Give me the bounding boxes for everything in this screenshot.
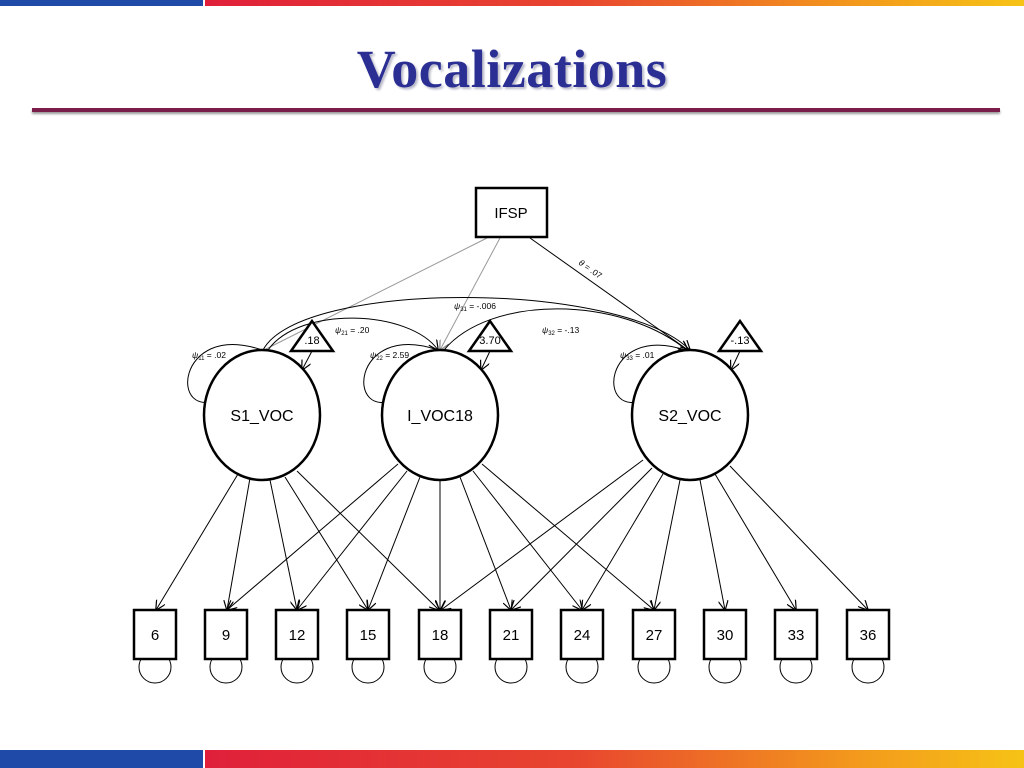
latent-s1-label: S1_VOC (230, 408, 293, 425)
latent-ivoc18 (380, 348, 500, 482)
indicator-label: 21 (503, 627, 520, 644)
indicator-box (417, 608, 463, 661)
indicator-label: 33 (788, 627, 805, 644)
indicator-box (845, 608, 891, 661)
loading-ivoc-27 (481, 463, 654, 610)
intercept-s1-arrow (302, 350, 313, 370)
psi22-loop (363, 344, 439, 403)
loading-s1-6 (156, 473, 239, 610)
loading-s2-27 (654, 479, 681, 610)
psi21-arc (267, 317, 438, 350)
loadings-s1 (156, 470, 439, 610)
psi21-label: ψ21 = .20 (335, 325, 370, 337)
indicator-box (631, 608, 677, 661)
indicator-label: 9 (222, 627, 230, 644)
indicator-box (203, 608, 249, 661)
theta-label: θ = .07 (577, 257, 604, 280)
indicator-label: 36 (860, 627, 877, 644)
loading-s2-21 (511, 467, 653, 610)
slide-title: Vocalizations (356, 39, 668, 99)
loading-ivoc-9 (227, 463, 399, 610)
psi33-loop (613, 344, 689, 402)
covariance-arcs (262, 297, 690, 352)
bottom-color-bar (0, 750, 1024, 768)
intercept-s1-triangle (288, 318, 336, 353)
loadings-s2 (441, 459, 868, 610)
loading-s1-15 (284, 476, 368, 610)
indicator-box (559, 608, 605, 661)
loading-ivoc-15 (368, 476, 421, 610)
indicator-label: 30 (717, 627, 734, 644)
indicator-label: 6 (151, 627, 159, 644)
psi33-label: ψ33 = .01 (620, 350, 655, 362)
loading-s2-30 (699, 479, 725, 610)
ifsp-box (474, 186, 549, 239)
indicator-label: 18 (432, 627, 449, 644)
indicator-label: 15 (360, 627, 377, 644)
top-color-bar (0, 0, 1024, 6)
latent-ivoc-label: I_VOC18 (407, 408, 473, 425)
intercept-s2-arrow (731, 350, 741, 370)
ifsp-label: IFSP (494, 205, 527, 222)
intercept-ivoc-triangle (466, 318, 514, 353)
intercept-ivoc-arrow (481, 350, 491, 370)
intercept-s2-label: -.13 (731, 335, 750, 347)
latent-s2-label: S2_VOC (658, 408, 721, 425)
latent-s2-voc (630, 348, 750, 482)
indicator-box (773, 608, 819, 661)
psi31-label: ψ31 = -.006 (454, 301, 496, 313)
latent-s1-voc (202, 348, 322, 482)
ifsp-to-s1-path (263, 237, 488, 351)
indicator-box (274, 608, 320, 661)
loading-ivoc-12 (297, 470, 408, 610)
psi31-arc (262, 297, 690, 351)
loading-s1-9 (227, 477, 251, 610)
indicator-box (702, 608, 748, 661)
intercept-s1-label: .18 (304, 335, 319, 347)
loading-ivoc-21 (459, 476, 511, 610)
latent-factors: S1_VOC I_VOC18 S2_VOC (202, 348, 750, 482)
loading-s1-18 (296, 470, 439, 610)
intercepts: .18 3.70 -.13 (288, 318, 764, 370)
loadings-ivoc (227, 463, 654, 610)
indicator-box (488, 608, 534, 661)
indicator-label: 27 (646, 627, 663, 644)
ifsp-to-ivoc-path (440, 237, 501, 350)
loading-s2-36 (729, 465, 868, 610)
psi11-label: ψ11 = .02 (192, 350, 226, 362)
intercept-ivoc-label: 3.70 (479, 335, 500, 347)
loading-ivoc-24 (472, 470, 582, 610)
title-rule (32, 108, 1000, 112)
loading-s2-18 (441, 459, 644, 610)
indicator-box (345, 608, 391, 661)
predictor-paths (263, 237, 688, 351)
indicator-box (132, 608, 178, 661)
observed-indicators: 6 9 12 15 18 21 24 27 30 33 36 (132, 608, 891, 684)
psi32-arc (443, 308, 688, 351)
loading-s2-24 (582, 473, 664, 610)
indicator-label: 24 (574, 627, 591, 644)
loading-s1-12 (269, 479, 297, 610)
indicator-label: 12 (289, 627, 306, 644)
psi32-label: ψ32 = -.13 (542, 325, 579, 337)
intercept-s2-triangle (716, 318, 764, 353)
psi22-label: ψ22 = 2.59 (370, 350, 409, 362)
loading-s2-33 (714, 473, 796, 610)
